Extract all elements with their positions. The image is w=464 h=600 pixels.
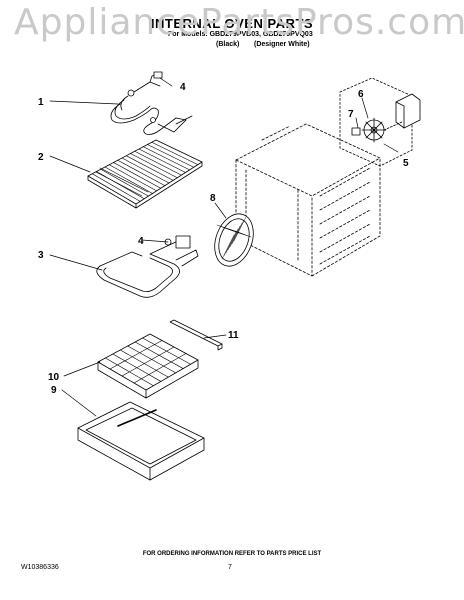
rack-bar xyxy=(142,146,190,171)
callout-10: 10 xyxy=(48,372,60,383)
callout-1: 1 xyxy=(38,97,44,108)
grille-line xyxy=(225,228,239,254)
rack-bar xyxy=(147,144,195,168)
grille-line xyxy=(223,231,237,257)
rack-bar xyxy=(117,159,166,186)
callout-3: 3 xyxy=(38,250,44,261)
page-title: INTERNAL OVEN PARTS xyxy=(150,16,314,31)
document-part-number: W10386336 xyxy=(21,564,59,571)
rack-bar xyxy=(104,166,153,194)
grille-line xyxy=(221,234,235,260)
rack-bar xyxy=(121,157,170,184)
fan-cover-grille xyxy=(216,216,252,260)
grille-line xyxy=(227,225,241,251)
model-numbers: For Models: GBD279PVB03, GBD279PVQ03 xyxy=(168,31,313,38)
grille-line xyxy=(233,216,247,242)
rack-bar xyxy=(130,153,178,179)
ordering-note: FOR ORDERING INFORMATION REFER TO PARTS … xyxy=(142,551,322,557)
callout-8: 8 xyxy=(210,193,216,204)
rack-bar xyxy=(100,168,149,197)
callout-9: 9 xyxy=(51,385,57,396)
callout-7: 7 xyxy=(348,109,354,120)
watermark-text: AppliancePartsPros.com xyxy=(14,2,464,43)
callout-4-lower: 4 xyxy=(138,236,144,247)
rack-bar xyxy=(134,150,182,176)
rack-bars xyxy=(91,141,199,202)
grid-bar xyxy=(121,346,175,377)
grid-bar xyxy=(133,353,187,384)
callout-11: 11 xyxy=(228,330,239,341)
oven-rack-part xyxy=(87,139,203,209)
variant-black-label: (Black) xyxy=(216,41,240,48)
grid-bars xyxy=(105,337,191,387)
callout-labels: 1 2 3 4 4 5 6 7 8 9 10 11 xyxy=(38,82,409,396)
callout-5: 5 xyxy=(403,158,409,169)
rack-bar xyxy=(108,164,157,192)
variant-white-label: (Designer White) xyxy=(254,41,310,48)
upper-element-part xyxy=(110,71,193,135)
leader-lines xyxy=(49,77,399,417)
rail-bar-part xyxy=(169,319,223,351)
grille-line xyxy=(229,222,243,248)
callout-2: 2 xyxy=(38,152,44,163)
callout-4-upper: 4 xyxy=(180,82,186,93)
grid-bar xyxy=(109,340,163,370)
broil-pan-grid-part xyxy=(97,333,199,399)
rack-bar xyxy=(125,155,174,181)
page-number: 7 xyxy=(228,564,232,571)
rack-bar xyxy=(113,162,162,189)
convection-fan-assembly-part xyxy=(339,77,421,167)
rack-bar xyxy=(138,148,186,173)
fan-cover-part xyxy=(214,213,254,267)
oven-cavity-part xyxy=(235,123,381,277)
grille-line xyxy=(234,230,252,238)
rack-bar xyxy=(91,173,141,202)
callout-6: 6 xyxy=(358,89,364,100)
rack-bar xyxy=(96,171,145,200)
rack-bar xyxy=(151,141,199,165)
broil-pan-part xyxy=(77,401,205,481)
broil-element-part xyxy=(96,235,199,298)
